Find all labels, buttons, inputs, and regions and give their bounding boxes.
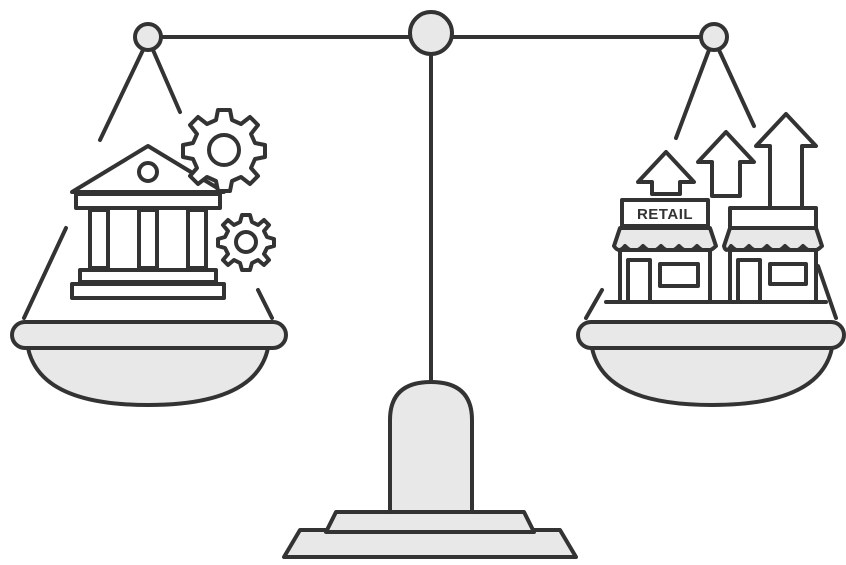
right-string-upper-left xyxy=(674,48,711,140)
center-pivot xyxy=(408,10,454,56)
bank-column-3 xyxy=(186,208,208,270)
left-string-lower xyxy=(22,226,68,320)
right-pan-bowl xyxy=(590,346,834,407)
scale-column xyxy=(388,380,474,514)
left-pan-bowl xyxy=(26,346,270,407)
right-string-lower-left xyxy=(584,288,604,320)
balance-scale-icon xyxy=(133,10,729,559)
retail-store-icon xyxy=(722,206,824,304)
right-string-upper-right xyxy=(717,48,756,128)
left-string-upper xyxy=(98,48,145,142)
arrow-up-icon xyxy=(754,112,818,212)
left-string-lower-right xyxy=(256,288,274,320)
bank-building-icon xyxy=(70,144,226,300)
retail-store-icon: RETAIL xyxy=(612,198,718,304)
store-door xyxy=(736,258,762,304)
left-pivot xyxy=(133,22,163,52)
store-window xyxy=(768,262,808,286)
arrow-up-icon xyxy=(636,150,696,196)
left-pan-rim xyxy=(10,320,288,350)
bank-step-1 xyxy=(78,268,218,284)
store-door xyxy=(626,258,652,304)
store-awning xyxy=(722,226,824,253)
store-window xyxy=(658,262,700,288)
bank-column-1 xyxy=(88,208,110,270)
scale-base-bottom xyxy=(282,528,578,559)
store-sign-label: RETAIL xyxy=(637,206,693,223)
gear-icon xyxy=(181,108,267,193)
right-pivot xyxy=(699,22,729,52)
bank-step-2 xyxy=(70,282,226,300)
arrow-up-icon xyxy=(696,130,756,198)
right-pan-rim xyxy=(576,320,846,350)
store-sign-board xyxy=(620,198,710,228)
bank-entablature xyxy=(74,192,222,210)
bank-column-2 xyxy=(137,208,159,270)
left-string-upper-right xyxy=(151,48,182,114)
left-pan-group xyxy=(10,48,288,407)
right-string-lower-right xyxy=(816,264,838,320)
bank-roof-circle xyxy=(137,161,159,183)
gear-icon xyxy=(216,213,276,272)
right-pan-group: RETAIL xyxy=(576,48,846,407)
store-roof xyxy=(728,206,818,230)
store-awning xyxy=(612,226,718,253)
scale-base-middle xyxy=(324,510,536,534)
